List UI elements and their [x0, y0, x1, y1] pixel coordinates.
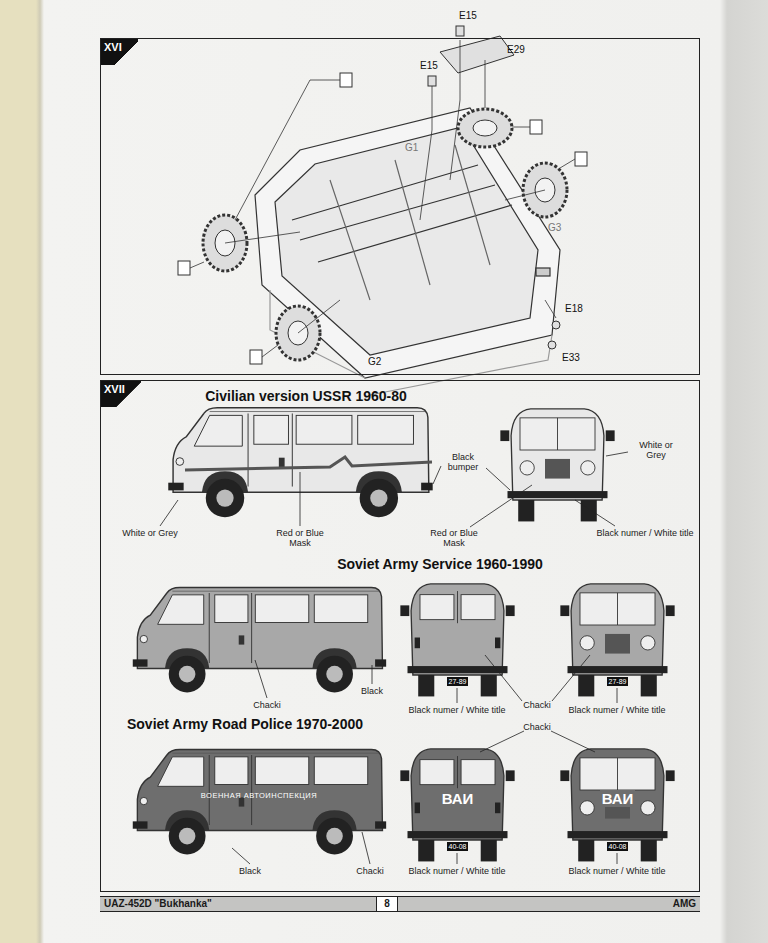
color-note: Red or Blue Mask: [426, 528, 482, 549]
vehicle-inscription: ВОЕННАЯ АВТОИНСПЕКЦИЯ: [201, 792, 317, 801]
step-number: XVI: [101, 39, 138, 65]
van-underside: [255, 108, 560, 395]
part-group: G1: [405, 142, 418, 154]
section-heading: Soviet Army Road Police 1970-2000: [127, 716, 363, 732]
part-number: E33: [562, 352, 580, 364]
section-heading: Soviet Army Service 1960-1990: [337, 556, 543, 572]
part-number: E15: [420, 60, 438, 72]
footer-text: UAZ-452D "Bukhanka": [104, 897, 212, 910]
van-side-view: [133, 587, 386, 692]
van-front-view: [500, 409, 614, 522]
part-number: E18: [565, 303, 583, 315]
part-group: G2: [368, 356, 381, 368]
license-plate: 27-89: [607, 677, 629, 686]
license-plate: 40-08: [607, 842, 629, 851]
color-note: Black numer / White title: [568, 705, 665, 715]
color-note: Chacki: [523, 700, 551, 710]
wheels: [203, 109, 567, 360]
part-number: E15: [459, 10, 477, 22]
vehicle-inscription: ВАИ: [600, 790, 636, 807]
van-rear-view: [400, 584, 514, 697]
part-group: G3: [548, 222, 561, 234]
license-plate: 40-08: [447, 842, 469, 851]
color-note: Black: [239, 866, 261, 876]
color-note: Black numer / White title: [568, 866, 665, 876]
color-note: Black numer / White title: [408, 866, 505, 876]
van-side-view: [133, 749, 386, 854]
van-front-view: [560, 749, 674, 862]
color-note: White or Grey: [631, 440, 681, 461]
color-note: Chacki: [253, 700, 281, 710]
vehicle-inscription: ВАИ: [440, 790, 476, 807]
van-side-view: [168, 408, 432, 518]
step-panel: XVII: [100, 380, 700, 892]
small-parts: [428, 26, 560, 349]
license-plate: 27-89: [447, 677, 469, 686]
footer-text: 8: [377, 897, 397, 910]
color-note: Black numer / White title: [408, 705, 505, 715]
color-note: Red or Blue Mask: [272, 528, 328, 549]
mask-stripe: [185, 457, 432, 470]
color-note: Chacki: [523, 722, 551, 732]
part-number: E29: [507, 44, 525, 56]
van-rear-view: [400, 749, 514, 862]
leader-lines: [190, 40, 575, 357]
color-note: Black bumper: [443, 452, 483, 473]
step-panel: XVI: [100, 38, 700, 375]
section-heading: Civilian version USSR 1960-80: [205, 388, 407, 404]
step-number: XVII: [101, 381, 141, 407]
color-note: Black: [361, 686, 383, 696]
footer-text: AMG: [673, 897, 696, 910]
color-note: Black numer / White title: [596, 528, 693, 538]
page-number-box: 8: [376, 896, 398, 912]
callout-boxes: [178, 73, 587, 364]
van-front-view: [560, 584, 674, 697]
color-note: Chacki: [356, 866, 384, 876]
color-note: White or Grey: [122, 528, 178, 538]
leader-lines: [160, 452, 628, 864]
footer-bar: UAZ-452D "Bukhanka" AMG 8: [100, 896, 700, 912]
